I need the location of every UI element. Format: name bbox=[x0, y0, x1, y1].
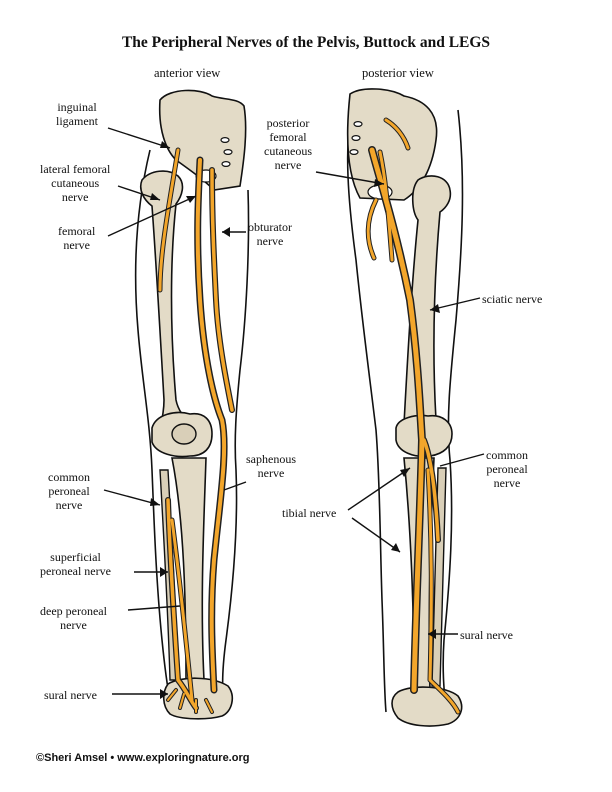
label-saphenous-nerve: saphenous nerve bbox=[246, 452, 296, 480]
posterior-pelvis bbox=[346, 88, 438, 201]
label-sural-nerve-anterior: sural nerve bbox=[44, 688, 97, 702]
arrowhead bbox=[428, 629, 436, 639]
sural-nerve-post-fill bbox=[426, 468, 460, 714]
posterior-leg bbox=[346, 88, 464, 727]
posterior-heel bbox=[391, 686, 463, 727]
anterior-foot bbox=[162, 677, 234, 720]
foot-nerve-branches-fill bbox=[167, 689, 213, 713]
deep-peroneal-fill bbox=[170, 518, 194, 702]
leader-deep-peroneal bbox=[127, 605, 181, 611]
lateral-femoral-cutaneous-fill bbox=[158, 148, 180, 292]
arrowhead bbox=[150, 498, 160, 506]
patella bbox=[171, 423, 197, 445]
sacral-foramen bbox=[221, 161, 231, 168]
arrowhead bbox=[391, 543, 400, 552]
anterior-view-heading: anterior view bbox=[154, 66, 221, 80]
label-tibial-nerve: tibial nerve bbox=[282, 506, 337, 520]
posterior-femoral-cutaneous-fill bbox=[366, 118, 410, 262]
leader-posterior-femoral-cutaneous bbox=[315, 171, 385, 185]
label-deep-peroneal-nerve: deep peroneal nerve bbox=[40, 604, 107, 632]
sacral-foramen bbox=[351, 135, 361, 142]
label-inguinal-ligament: inguinal ligament bbox=[56, 100, 98, 128]
arrowhead bbox=[160, 689, 168, 699]
obturator-nerve-fill bbox=[210, 168, 234, 412]
label-common-peroneal-nerve-posterior: common peroneal nerve bbox=[486, 448, 528, 490]
posterior-skin-outline-inner bbox=[442, 109, 464, 713]
arrowhead bbox=[222, 227, 230, 237]
credit-line: ©Sheri Amsel • www.exploringnature.org bbox=[36, 752, 250, 764]
leader-tibial-lower bbox=[351, 517, 401, 553]
arrowhead bbox=[160, 141, 170, 148]
arrowhead bbox=[160, 567, 168, 577]
sciatic-tibial-nerve-fill bbox=[369, 147, 425, 693]
posterior-skin-outline bbox=[346, 99, 387, 713]
arrowhead bbox=[186, 196, 196, 203]
label-obturator-nerve: obturator nerve bbox=[248, 220, 292, 248]
arrowhead bbox=[430, 304, 440, 313]
anterior-leg bbox=[134, 89, 250, 720]
superficial-peroneal-fill bbox=[166, 498, 198, 710]
label-sural-nerve-posterior: sural nerve bbox=[460, 628, 513, 642]
leader-femoral bbox=[107, 195, 197, 237]
diagram-title: The Peripheral Nerves of the Pelvis, But… bbox=[121, 34, 491, 51]
posterior-nerves bbox=[365, 117, 461, 715]
sacral-foramen bbox=[353, 120, 363, 127]
label-leaders bbox=[103, 127, 485, 699]
sacral-foramen bbox=[220, 137, 230, 144]
label-superficial-peroneal-nerve: superficial peroneal nerve bbox=[40, 550, 111, 578]
label-femoral-nerve: femoral nerve bbox=[58, 224, 96, 252]
anterior-nerves bbox=[157, 147, 235, 714]
arrowhead bbox=[374, 179, 384, 187]
arrowhead bbox=[150, 193, 160, 200]
leader-common-peroneal-post bbox=[439, 453, 485, 467]
label-sciatic-nerve: sciatic nerve bbox=[482, 292, 543, 306]
label-common-peroneal-nerve-anterior: common peroneal nerve bbox=[48, 470, 90, 512]
posterior-view-heading: posterior view bbox=[362, 66, 434, 80]
anterior-skin-outline-inner bbox=[221, 189, 250, 703]
sacral-foramen bbox=[223, 149, 233, 156]
leader-inguinal bbox=[107, 127, 171, 149]
common-peroneal-post-fill bbox=[422, 438, 440, 542]
femoral-saphenous-nerve-fill bbox=[195, 158, 227, 692]
anterior-skin-outline bbox=[134, 149, 171, 701]
label-posterior-femoral-cutaneous-nerve: posterior femoral cutaneous nerve bbox=[264, 116, 312, 172]
arrowhead bbox=[400, 468, 410, 477]
leader-saphenous bbox=[223, 481, 247, 491]
leader-tibial-upper bbox=[347, 467, 411, 511]
sacral-foramen bbox=[349, 149, 359, 156]
label-lateral-femoral-cutaneous-nerve: lateral femoral cutaneous nerve bbox=[40, 162, 111, 204]
